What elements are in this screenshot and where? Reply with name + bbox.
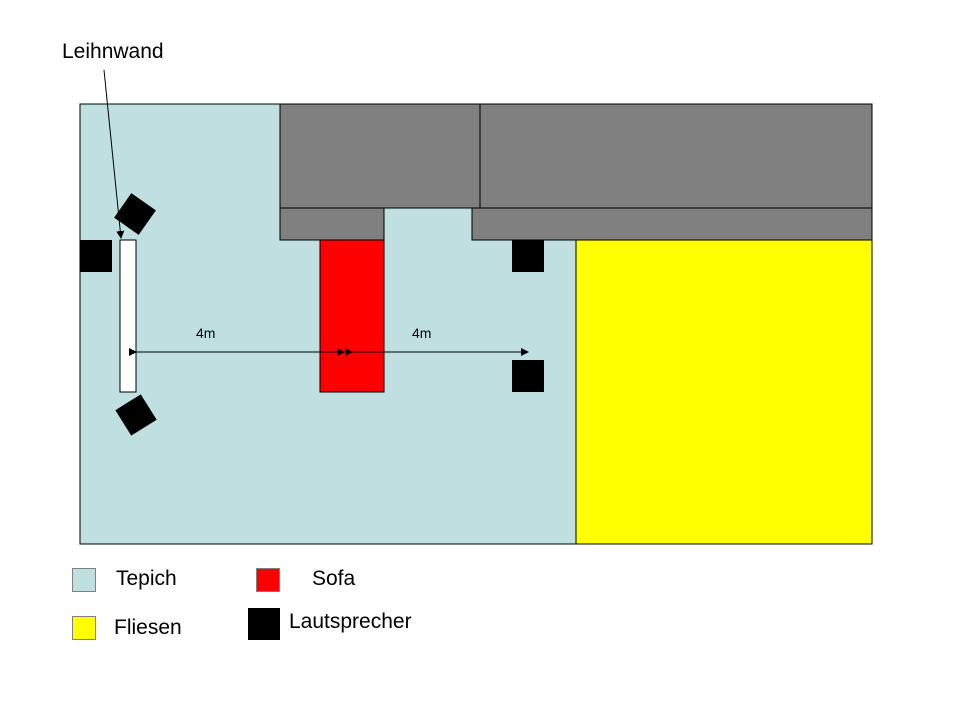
- sofa: [319, 239, 385, 393]
- screen-leader-line: [103, 69, 125, 239]
- cabinet-right: [479, 103, 873, 209]
- distance-label-left: 4m: [196, 325, 216, 341]
- legend-swatch-carpet: [72, 568, 96, 592]
- counter-left: [279, 207, 385, 241]
- tiles-area: [575, 239, 873, 545]
- speaker-front-bottom: [115, 394, 157, 436]
- legend-label-carpet: Tepich: [116, 567, 177, 590]
- speaker-front-top: [114, 193, 156, 235]
- counter-right: [471, 207, 873, 241]
- legend-label-tiles: Fliesen: [114, 616, 182, 639]
- legend-label-sofa: Sofa: [312, 567, 356, 590]
- legend-swatch-speaker: [248, 608, 280, 640]
- speaker-rear-bottom: [512, 360, 544, 392]
- legend-label-speaker: Lautsprecher: [289, 610, 412, 633]
- cabinet-left: [279, 103, 481, 209]
- speaker-wall-left: [80, 240, 112, 272]
- screen-label: Leihnwand: [62, 40, 164, 63]
- legend-swatch-tiles: [72, 616, 96, 640]
- distance-label-right: 4m: [412, 325, 432, 341]
- speaker-rear-top: [512, 240, 544, 272]
- legend-swatch-sofa: [256, 568, 280, 592]
- projection-screen: [119, 239, 137, 393]
